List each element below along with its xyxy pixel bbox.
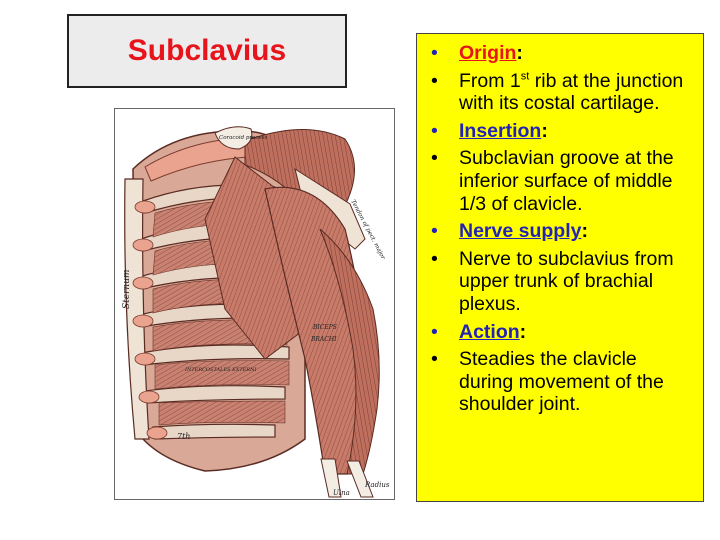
bullet: • — [431, 247, 438, 270]
bullet: • — [431, 320, 438, 343]
thorax-arm-drawing: Sternum Coracoid process Tendon of pect.… — [122, 126, 390, 498]
colon: : — [519, 320, 527, 343]
action-text: Steadies the clavicle during movement of… — [459, 348, 664, 416]
label-rib7: 7th — [177, 432, 190, 441]
bullet: • — [431, 42, 438, 64]
list-item-insertion-text: • Subclavian groove at the inferior surf… — [425, 147, 693, 215]
colon: : — [541, 119, 548, 142]
colon: : — [581, 220, 588, 243]
info-panel: • Origin: • From 1st rib at the junction … — [416, 33, 704, 502]
insertion-text: Subclavian groove at the inferior surfac… — [459, 147, 674, 215]
keyword-nerve-supply: Nerve supply — [459, 220, 582, 243]
colon: : — [516, 42, 523, 64]
title-box: Subclavius — [67, 14, 347, 88]
keyword-origin: Origin — [459, 42, 517, 64]
origin-sup: st — [520, 70, 530, 83]
bullet: • — [431, 147, 438, 170]
list-item-origin-text: • From 1st rib at the junction with its … — [425, 70, 693, 115]
bullet-list: • Origin: • From 1st rib at the junction … — [425, 42, 693, 416]
label-coracoid: Coracoid process — [219, 135, 267, 141]
bullet: • — [431, 220, 438, 243]
origin-post: rib at the junction with its costal cart… — [459, 69, 684, 115]
list-item-action-heading: • Action: — [425, 321, 693, 344]
label-brachialis: BRACHI — [310, 336, 337, 343]
label-sternum: Sternum — [122, 269, 132, 309]
list-item-insertion-heading: • Insertion: — [425, 120, 693, 143]
nerve-text: Nerve to subclavius from upper trunk of … — [459, 247, 674, 315]
list-item-nerve-heading: • Nerve supply: — [425, 220, 693, 243]
list-item-origin-heading: • Origin: — [425, 42, 693, 65]
label-radius: Radius — [364, 481, 390, 489]
list-item-nerve-text: • Nerve to subclavius from upper trunk of… — [425, 248, 693, 316]
keyword-insertion: Insertion — [459, 119, 542, 142]
anatomy-illustration: Sternum Coracoid process Tendon of pect.… — [114, 108, 395, 500]
bullet: • — [431, 119, 438, 142]
bullet: • — [431, 69, 438, 92]
label-ulna: Ulna — [333, 489, 350, 497]
label-biceps: BICEPS — [312, 324, 337, 331]
list-item-action-text: • Steadies the clavicle during movement o… — [425, 348, 693, 416]
slide-title: Subclavius — [127, 34, 287, 67]
origin-pre: From 1 — [459, 69, 521, 92]
keyword-action: Action — [459, 320, 520, 343]
label-intercostal: INTERCOSTALES EXTERNI — [184, 367, 257, 373]
bullet: • — [431, 348, 438, 371]
